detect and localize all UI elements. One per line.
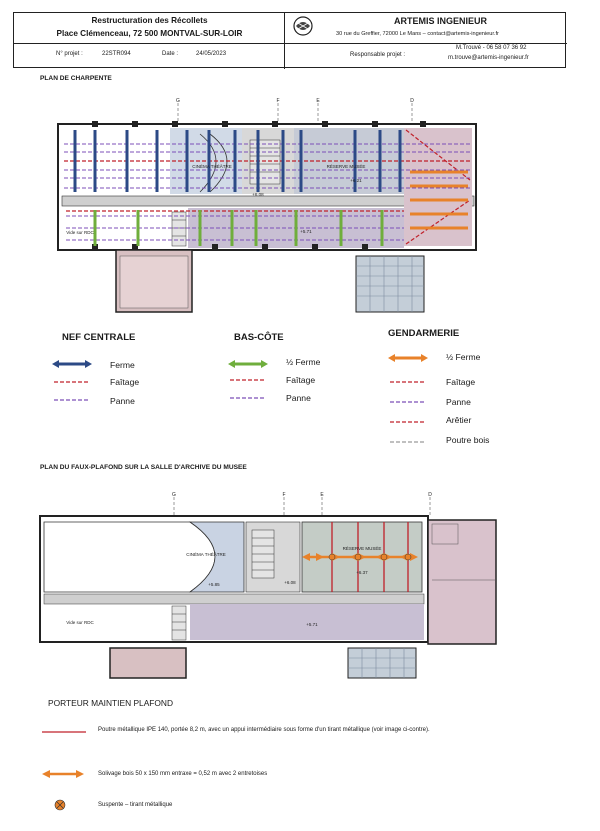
legend-gend-poutre-bois: Poutre bois (446, 435, 490, 445)
legend-nef-title: NEF CENTRALE (62, 332, 136, 343)
project-number: 22STR094 (102, 51, 131, 57)
legend-gend-symbols (388, 354, 428, 443)
axis-label: G (172, 492, 176, 498)
legend-gend-demi-ferme: ½ Ferme (446, 352, 481, 362)
project-title-2: Place Clémenceau, 72 500 MONTVAL-SUR-LOI… (56, 29, 243, 38)
reserve-label: RÉSERVE MUSÉE (327, 163, 366, 169)
legend-bas-demi-ferme: ½ Ferme (286, 357, 321, 367)
cinema-label: CINÉMA THÉÂTRE (186, 551, 225, 557)
level-label: +6.08 (252, 192, 264, 197)
title-block: Restructuration des Récollets Place Clém… (13, 12, 567, 69)
legend-bas-symbols (228, 360, 268, 399)
level-label: +5.71 (306, 622, 318, 627)
legend-gend-aretier: Arêtier (446, 415, 472, 425)
manager-email: m.trouve@artemis-ingenieur.fr (448, 55, 529, 61)
manager-name: M.Trouvé - 06 58 07 36 92 (456, 45, 527, 51)
porteur-title: PORTEUR MAINTIEN PLAFOND (48, 698, 174, 708)
legend-bas-panne: Panne (286, 393, 311, 403)
porteur-item-solivage: Solivage bois 50 x 150 mm entraxe = 0,52… (98, 771, 268, 777)
porteur-item-beam: Poutre métallique IPE 140, portée 8,2 m,… (98, 727, 430, 733)
legend-nef-symbols (52, 360, 92, 401)
level-label: +6.21 (350, 178, 362, 183)
plan-charpente-title: PLAN DE CHARPENTE (40, 75, 112, 82)
porteur-item-suspente: Suspente – tirant métallique (98, 802, 173, 808)
company-address: 30 rue du Greffier, 72000 Le Mans – cont… (336, 31, 499, 37)
level-label: +6.37 (356, 570, 368, 575)
company-logo-icon (293, 16, 313, 36)
legend-bas-faitage: Faîtage (286, 375, 316, 385)
reserve-label: RÉSERVE MUSÉE (343, 545, 382, 551)
axis-label: G (176, 98, 180, 104)
axis-label: E (316, 98, 320, 104)
level-label: +5.85 (208, 582, 220, 587)
plan-faux-plafond-title: PLAN DU FAUX-PLAFOND SUR LA SALLE D'ARCH… (40, 464, 247, 471)
vide-label: Vide sur RDC (66, 620, 94, 625)
porteur-symbols (42, 731, 86, 811)
date-value: 24/05/2023 (196, 51, 227, 57)
level-label: +5.71 (300, 229, 312, 234)
legend-gend-panne: Panne (446, 397, 471, 407)
divider (285, 43, 567, 44)
legend-nef-panne: Panne (110, 396, 135, 406)
manager-label: Responsable projet : (350, 52, 406, 58)
axis-label: F (282, 492, 285, 498)
legend-gend-faitage: Faîtage (446, 377, 476, 387)
project-cell (14, 13, 285, 69)
vide-label: Vide sur RDC (66, 230, 94, 235)
legend-gend-title: GENDARMERIE (388, 328, 460, 339)
axis-label: D (410, 98, 414, 104)
project-number-label: N° projet : (56, 51, 83, 57)
axis-label: E (320, 492, 324, 498)
date-label: Date : (162, 51, 179, 57)
legend-nef-ferme: Ferme (110, 360, 135, 370)
cinema-label: CINÉMA THÉÂTRE (192, 163, 231, 169)
divider (14, 43, 285, 44)
axis-label: D (428, 492, 432, 498)
project-title-1: Restructuration des Récollets (91, 16, 208, 25)
level-label: +6.08 (284, 580, 296, 585)
axis-label: F (276, 98, 279, 104)
legend-bas-title: BAS-CÔTE (234, 332, 284, 343)
legend-nef-faitage: Faîtage (110, 377, 140, 387)
company-name: ARTEMIS INGENIEUR (394, 16, 488, 26)
